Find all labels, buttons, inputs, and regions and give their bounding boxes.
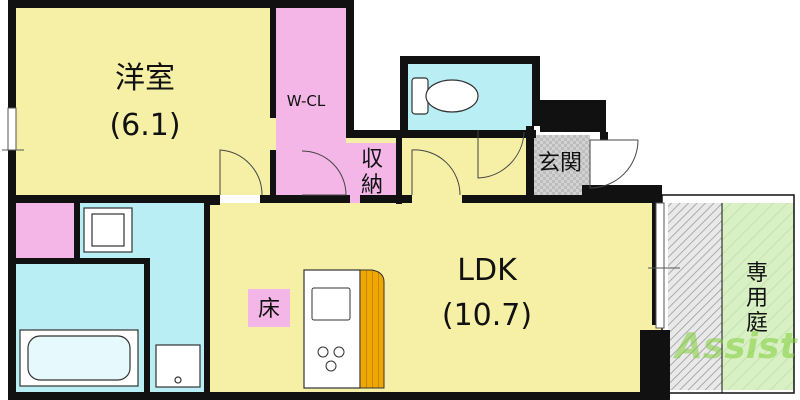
left-closet-floor (14, 203, 78, 258)
ldk-name: LDK (457, 253, 518, 288)
garden-name-line1: 専 (746, 261, 768, 286)
toilet (411, 77, 479, 115)
bathtub (19, 329, 139, 387)
garden-floor (722, 203, 794, 390)
western-room-name: 洋室 (115, 61, 175, 96)
floor-storage-name: 床 (258, 297, 280, 322)
garden-name-line2: 用 (746, 286, 768, 311)
western-room-floor (14, 8, 276, 195)
washing-machine-pan (83, 207, 133, 253)
garden-name-line3: 庭 (746, 311, 768, 336)
walls (8, 0, 670, 400)
wash-basin (155, 344, 201, 388)
storage-name-line2: 納 (361, 173, 383, 198)
ldk-size: (10.7) (442, 298, 532, 333)
storage-floor (346, 143, 396, 203)
entrance-name: 玄関 (538, 151, 582, 176)
balcony-hatch (668, 203, 722, 390)
windows (2, 107, 680, 329)
walk-in-closet-floor (276, 8, 346, 195)
western-room-size: (6.1) (109, 108, 180, 143)
assist-watermark: Assist (672, 326, 798, 367)
storage-name-line1: 収 (361, 147, 383, 172)
doors (219, 130, 639, 196)
floor-storage-marker (248, 289, 290, 327)
kitchen-counter (303, 269, 385, 389)
walk-in-closet-name: W-CL (287, 92, 326, 110)
entrance-floor (531, 135, 590, 195)
